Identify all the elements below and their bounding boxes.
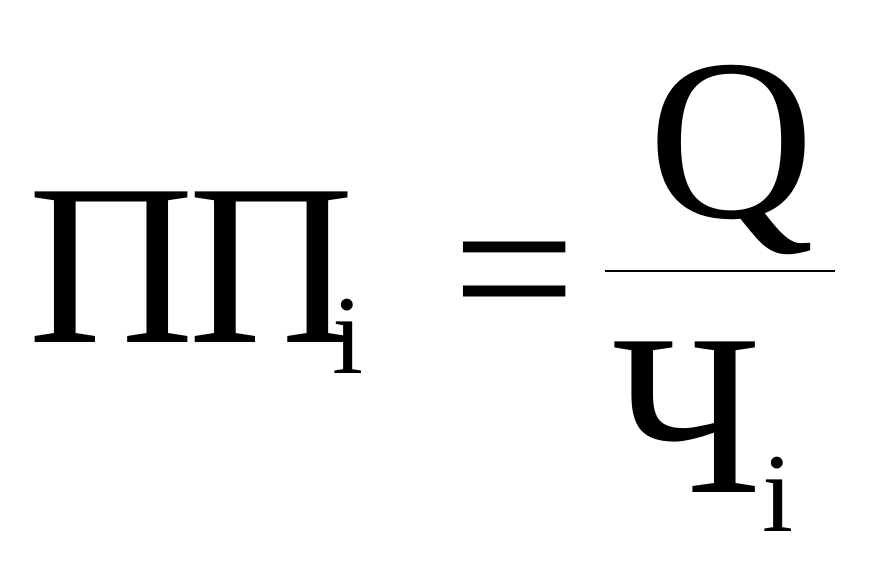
lhs-subscript: i: [332, 274, 364, 398]
fraction-line: [605, 270, 835, 272]
equals-sign: =: [452, 146, 577, 390]
lhs-symbol: ПП: [28, 137, 354, 392]
denominator-subscript: i: [762, 432, 794, 556]
fraction-numerator: Q: [648, 12, 815, 267]
fraction-denominator: Ч: [612, 287, 762, 542]
